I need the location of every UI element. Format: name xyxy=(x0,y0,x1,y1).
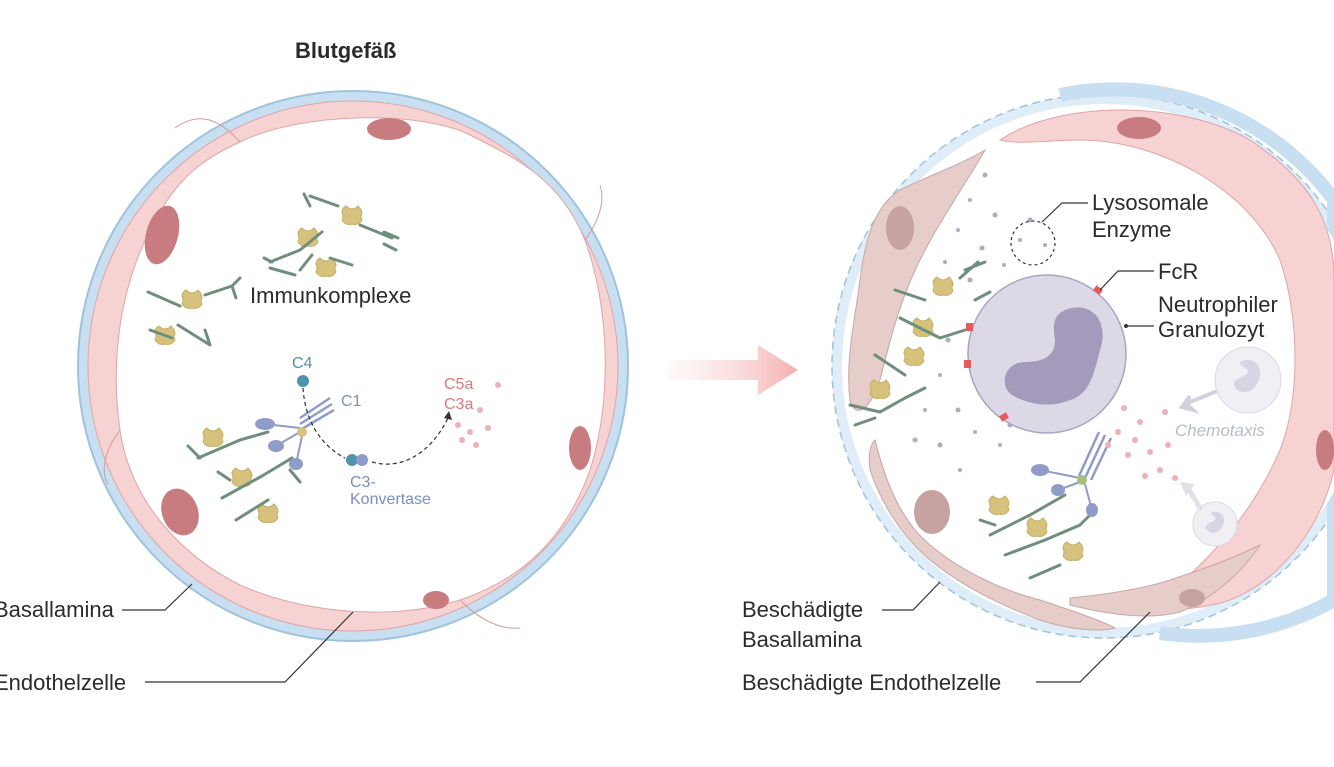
chemotaxis-arrow-2 xyxy=(1185,485,1203,511)
neutrophil-label-1: Neutrophiler xyxy=(1158,292,1278,317)
immune-complex-right-lower xyxy=(978,431,1113,580)
lysosomal-leader xyxy=(1041,202,1088,223)
chemotaxis-neutrophil-nucleus xyxy=(1233,360,1261,393)
cell-border xyxy=(174,118,241,143)
c4-molecule xyxy=(297,375,309,387)
nucleus xyxy=(1316,430,1334,470)
c3-convertase-label-1: C3- xyxy=(350,474,376,491)
neutrophil xyxy=(967,274,1127,434)
c5a-label: C5a xyxy=(444,376,473,393)
basal-lamina-label: Basallamina xyxy=(0,597,115,622)
nucleus xyxy=(1117,117,1161,139)
c1-label: C1 xyxy=(341,393,362,410)
c3-convertase-molecule xyxy=(346,454,358,466)
c3-convertase-molecule-2 xyxy=(356,454,368,466)
basal-lamina-leader xyxy=(122,583,193,611)
immune-complex xyxy=(146,276,242,347)
right-vessel: Lysosomale Enzyme xyxy=(742,82,1334,695)
cell-border xyxy=(459,599,521,629)
chemotaxis-label: Chemotaxis xyxy=(1175,421,1265,440)
title: Blutgefäß xyxy=(295,38,396,63)
fcr-label: FcR xyxy=(1158,259,1198,284)
immune-complex-right xyxy=(848,260,992,427)
nucleus xyxy=(1179,589,1205,607)
c3-convertase-label-2: Konvertase xyxy=(350,491,431,508)
damaged-endothelial-cell xyxy=(868,439,1117,631)
lysosomal-enzyme-highlight xyxy=(1010,220,1056,266)
c3a-label: C3a xyxy=(444,396,473,413)
damaged-endothelial-cell xyxy=(1069,543,1262,617)
anaphylatoxin-dots xyxy=(455,382,501,448)
fcr-leader xyxy=(1099,270,1154,291)
nucleus xyxy=(886,206,914,250)
endothelial-cell-label: Endothelzelle xyxy=(0,670,126,695)
neutrophil-leader-dot xyxy=(1124,324,1128,328)
nucleus xyxy=(367,118,411,140)
c4-to-c3-arrow xyxy=(302,387,346,459)
endothelial-cell-leader xyxy=(145,611,354,683)
chemotactic-dots xyxy=(1105,405,1178,481)
damaged-basal-lamina-label-2: Basallamina xyxy=(742,627,863,652)
c3-to-c5a-arrow xyxy=(371,417,449,465)
damaged-endothelial-label: Beschädigte Endothelzelle xyxy=(742,670,1001,695)
chemotaxis-arrowhead-2 xyxy=(1180,482,1195,496)
neutrophil-label-2: Granulozyt xyxy=(1158,317,1264,342)
damaged-endothelial-leader xyxy=(1036,611,1151,683)
nucleus xyxy=(423,591,449,609)
c3-to-c5a-arrowhead xyxy=(444,411,452,420)
lysosomal-enzyme-dots xyxy=(912,172,1047,472)
neutrophil-nucleus xyxy=(1004,307,1103,405)
immune-complexes-label: Immunkomplexe xyxy=(250,283,411,308)
transition-arrow xyxy=(668,345,798,395)
damaged-basal-lamina-leader xyxy=(882,581,941,611)
nucleus xyxy=(914,490,950,534)
chemotaxis-arrow xyxy=(1178,390,1217,414)
c4-label: C4 xyxy=(292,355,313,372)
lysosomal-label-1: Lysosomale xyxy=(1092,190,1209,215)
nucleus xyxy=(569,426,591,470)
immune-complex-c1 xyxy=(186,396,335,523)
fc-receptors xyxy=(964,285,1103,422)
lysosomal-label-2: Enzyme xyxy=(1092,217,1171,242)
chemotaxis-neutrophil-nucleus xyxy=(1206,511,1225,533)
vessel-lumen xyxy=(115,117,606,613)
nucleus xyxy=(144,205,180,265)
cell-border xyxy=(103,429,121,486)
nucleus xyxy=(161,488,199,536)
cell-border xyxy=(584,184,603,241)
intact-basal-lamina-arc xyxy=(1058,82,1334,643)
left-vessel: Immunkomplexe C4 C1 C3- Konvertase C5a C… xyxy=(0,90,629,695)
damaged-basal-lamina-label-1: Beschädigte xyxy=(742,597,863,622)
immune-complex xyxy=(262,192,400,277)
damaged-endothelial-cell xyxy=(848,148,987,411)
